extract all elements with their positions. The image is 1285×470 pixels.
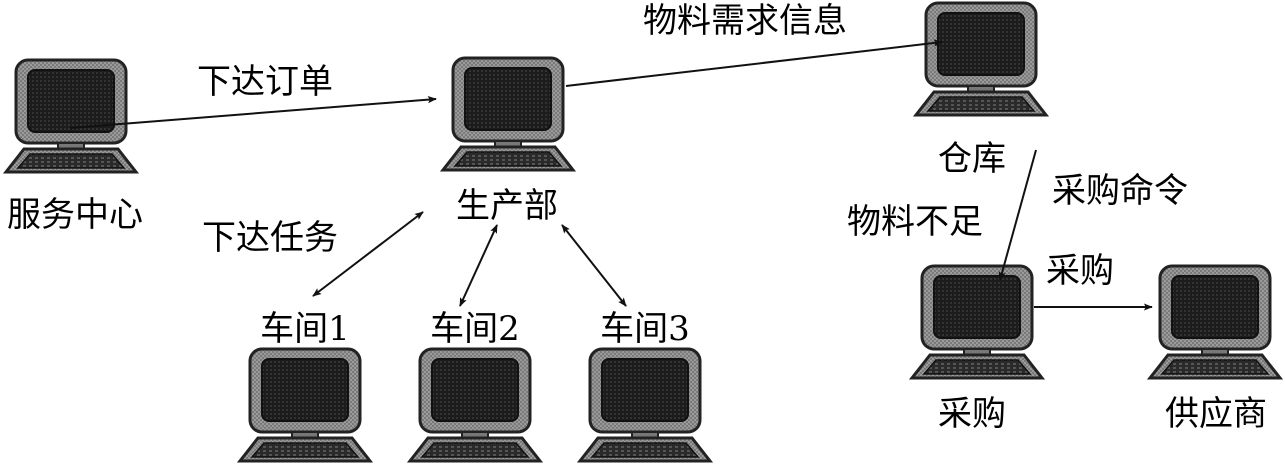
workshop3-computer-icon (578, 347, 712, 463)
workshop3-label: 车间3 (600, 309, 690, 349)
purchase-command-label: 采购命令 (1052, 171, 1188, 211)
edge-task-workshop2 (459, 224, 498, 307)
material-demand-label: 物料需求信息 (643, 1, 847, 41)
edge-material-demand (565, 39, 943, 87)
purchasing-label: 采购 (938, 394, 1006, 434)
edge-purchase-command (998, 149, 1037, 281)
workshop2-computer-icon (408, 347, 542, 463)
purchase-edge-label: 采购 (1046, 251, 1114, 291)
edge-issue-order (69, 96, 437, 129)
issue-task-label: 下达任务 (202, 218, 338, 258)
purchasing-computer-icon (910, 264, 1044, 380)
production-label: 生产部 (456, 186, 558, 226)
warehouse-label: 仓库 (938, 139, 1006, 179)
service-center-computer-icon (4, 58, 138, 174)
workshop1-label: 车间1 (260, 309, 350, 349)
production-computer-icon (441, 56, 575, 172)
supplier-label: 供应商 (1165, 394, 1267, 434)
workshop2-label: 车间2 (430, 309, 520, 349)
warehouse-computer-icon (914, 1, 1048, 117)
workshop1-computer-icon (238, 347, 372, 463)
edge-task-workshop1 (312, 211, 424, 297)
edge-task-workshop3 (561, 224, 627, 307)
issue-order-label: 下达订单 (197, 62, 333, 102)
service-center-label: 服务中心 (7, 195, 143, 235)
supplier-computer-icon (1148, 264, 1282, 380)
material-shortage-label: 物料不足 (847, 202, 983, 242)
